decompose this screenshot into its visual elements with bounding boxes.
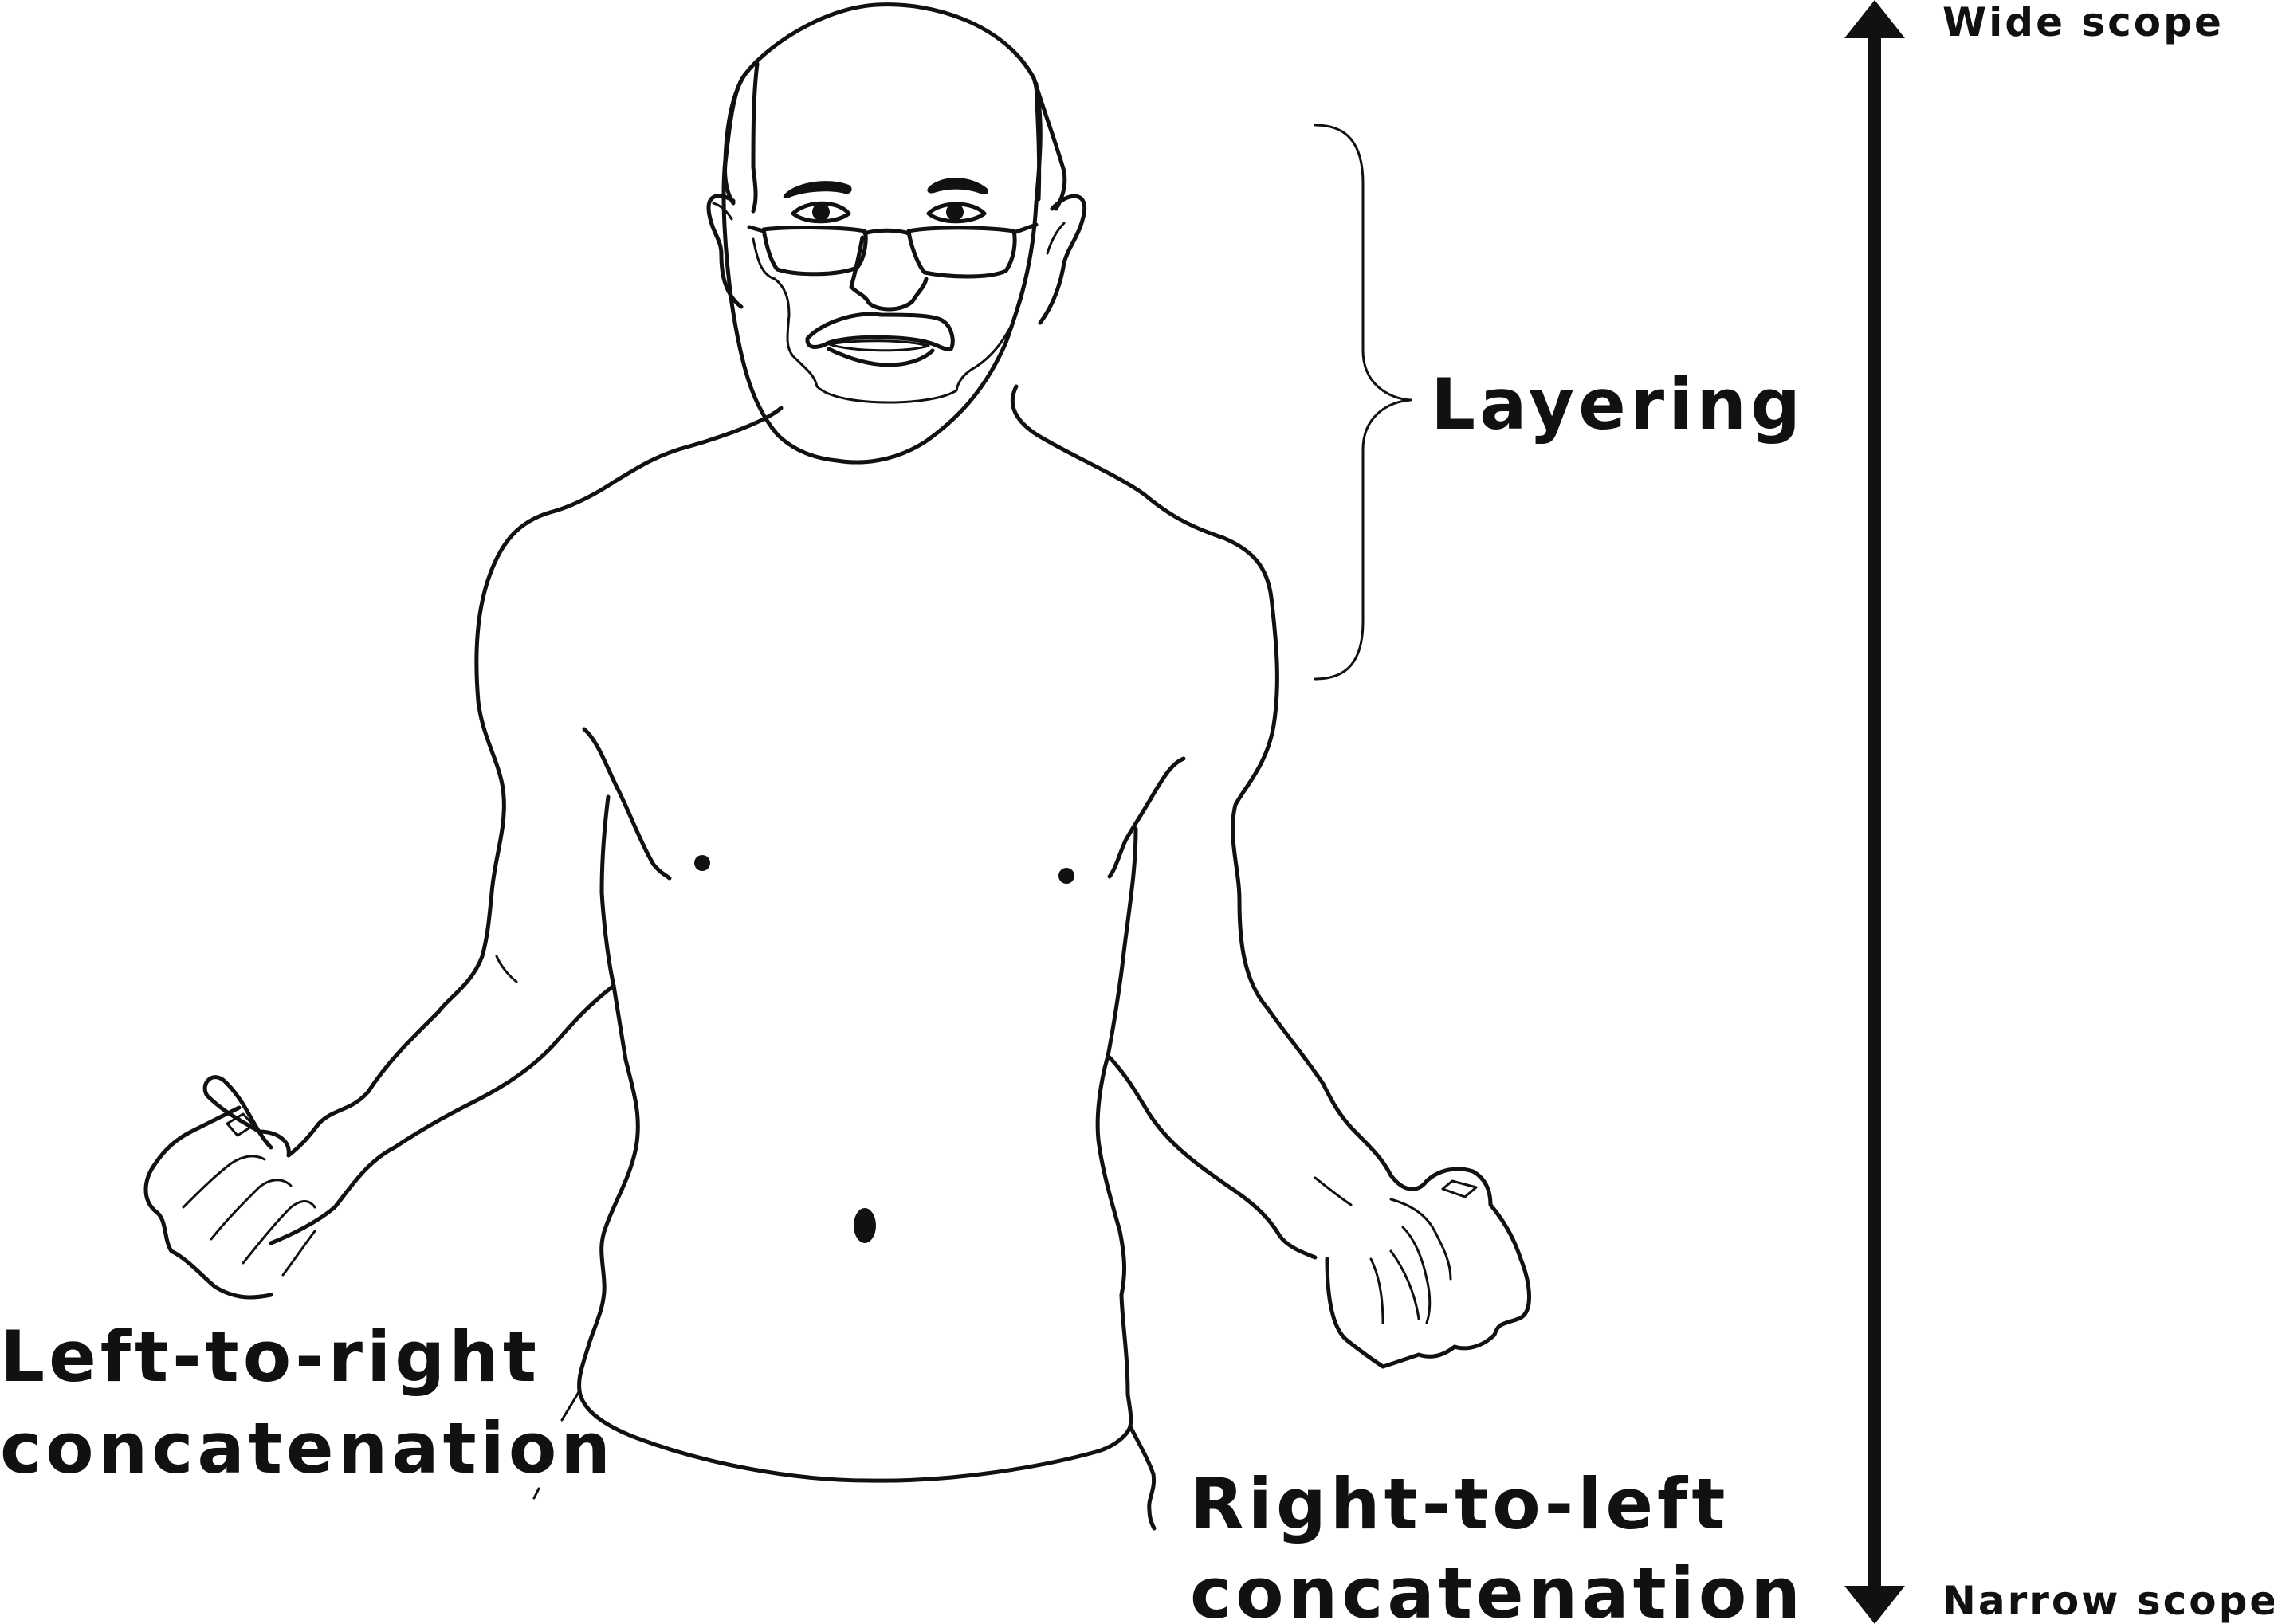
left-neck-shoulder [368, 408, 781, 1092]
right-elbow-crease [1315, 1178, 1351, 1205]
navel [854, 1208, 876, 1243]
right-ear [1040, 196, 1085, 323]
left-forearm-lower [271, 986, 614, 1243]
right-pectoral [1110, 759, 1184, 877]
right-pupil [946, 203, 964, 221]
label-left-to-right-line2: concatenation [0, 1407, 615, 1489]
left-pupil [812, 203, 830, 221]
right-forearm-upper [1323, 1084, 1391, 1175]
left-eyebrow[interactable] [784, 181, 852, 198]
layering-brace [1315, 125, 1411, 679]
glasses-left-arm [749, 227, 764, 231]
left-elbow-crease [497, 956, 516, 982]
scope-axis-arrowhead-down [1844, 1586, 1905, 1624]
scope-axis-arrowhead-up [1844, 0, 1905, 38]
left-pectoral [584, 729, 670, 878]
glasses-bridge [865, 230, 909, 233]
label-narrow-scope: Narrow scope [1942, 1578, 2274, 1624]
left-torso-side [579, 797, 638, 1391]
left-hair-inner [753, 64, 757, 211]
right-fist-finger-3 [1391, 1251, 1419, 1319]
left-fist-finger-3 [243, 1202, 315, 1264]
right-nipple [1058, 868, 1074, 884]
label-left-to-right-line1: Left-to-right [0, 1316, 540, 1398]
glasses-left-lens[interactable] [764, 228, 866, 274]
glasses-right-lens[interactable] [909, 228, 1015, 277]
right-ear-inner [1047, 223, 1064, 253]
left-fist-finger-2 [211, 1180, 291, 1239]
left-cheek-line [753, 239, 817, 386]
left-hair-strand [725, 74, 745, 203]
left-nipple [694, 855, 710, 871]
mouth-teeth [829, 341, 929, 351]
label-right-to-left-line2: concatenation [1190, 1552, 1805, 1624]
right-fist-thumbnail [1443, 1181, 1476, 1197]
nose [851, 237, 926, 309]
waistband [579, 1391, 1130, 1481]
left-fist[interactable] [146, 1077, 289, 1297]
label-wide-scope: Wide scope [1942, 0, 2224, 45]
left-leg-seam [534, 1489, 539, 1498]
label-layering: Layering [1431, 363, 1805, 445]
head-outline [724, 5, 1040, 462]
scope-axis-arrow [1844, 0, 1905, 1624]
label-right-to-left-line1: Right-to-left [1190, 1463, 1729, 1545]
right-fist-finger-4 [1371, 1259, 1383, 1323]
left-forearm-upper [289, 1092, 368, 1155]
right-neck-shoulder [1012, 386, 1323, 1084]
human-figure-illustration [146, 5, 1530, 1528]
chin-line [817, 386, 956, 402]
right-torso-side [1098, 829, 1136, 1426]
right-eyebrow[interactable] [927, 178, 988, 194]
left-fist-finger-1 [183, 1156, 265, 1207]
right-forearm-lower [1108, 1056, 1315, 1257]
right-leg-seam [1130, 1426, 1154, 1528]
right-fist[interactable] [1327, 1169, 1530, 1367]
